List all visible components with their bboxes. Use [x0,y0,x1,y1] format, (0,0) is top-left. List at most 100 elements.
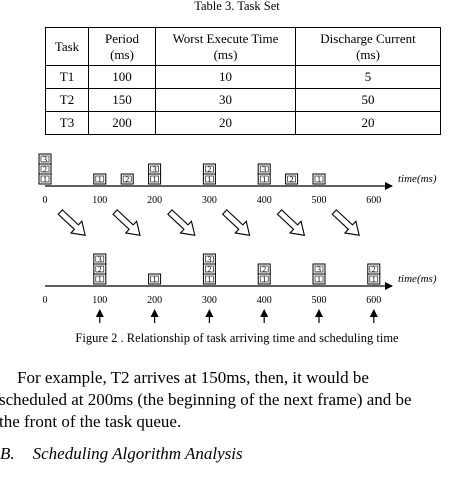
cell-period: 200 [88,111,156,135]
task-block-label: 1 [372,275,376,284]
cell-discharge-current: 20 [295,111,441,135]
paragraph-line-3: the front of the task queue. [0,412,182,431]
tick-label: 400 [257,195,272,206]
task-block-inner [95,275,105,283]
task-block-label: 2 [290,175,294,184]
body-paragraph: For example, T2 arrives at 150ms, then, … [0,367,474,433]
tick-label: 0 [43,195,48,206]
task-block-label: 3 [153,165,157,174]
task-block-inner [122,175,132,183]
task-block-label: 2 [207,265,211,274]
task-block [120,173,134,185]
table-header-row: Task Period(ms) Worst Execute Time(ms) D… [45,27,441,66]
section-number: B. [0,444,15,463]
task-block-label: 1 [98,275,102,284]
task-block-inner [150,165,159,173]
task-block-inner [150,175,159,183]
task-block-inner [259,275,269,283]
task-block [367,263,381,275]
tick-label: 100 [92,195,107,206]
task-block-inner [40,165,50,173]
task-block-inner [259,265,269,273]
cell-period: 100 [88,65,156,89]
tick-label: 100 [92,295,107,306]
task-block-label: 1 [207,275,211,284]
task-block-inner [205,255,214,263]
task-block-label: 1 [153,275,157,284]
task-block [148,163,162,175]
task-block [285,173,299,185]
cell-period: 150 [88,88,156,112]
task-block [257,263,271,275]
cell-task: T2 [45,88,89,112]
task-block [257,163,271,175]
tick-label: 500 [312,195,327,206]
tick-label: 300 [202,195,217,206]
task-block-label: 1 [207,175,211,184]
tick-label: 0 [43,295,48,306]
tick-label: 500 [312,295,327,306]
task-block-inner [314,275,324,283]
cell-worst-execute-time: 10 [155,65,296,89]
task-block-label: 2 [372,265,376,274]
cell-task: T1 [45,65,89,89]
tick-label: 200 [147,295,162,306]
header-task: Task [45,27,89,66]
table-row: T1 100 10 5 [45,65,441,89]
task-block [38,153,52,165]
cell-discharge-current: 5 [295,65,441,89]
table-row: T2 150 30 50 [45,88,441,112]
time-axis-label: time(ms) [398,173,437,185]
task-block-inner [369,265,379,273]
task-block-inner [259,175,269,183]
task-block-label: 2 [43,165,47,174]
task-block-inner [95,265,105,273]
task-block [93,173,107,185]
task-block [202,253,216,265]
task-block-inner [205,175,214,183]
task-block [148,273,162,285]
task-block [202,163,216,175]
task-block-inner [205,265,214,273]
task-block-inner [369,275,379,283]
task-block-inner [40,175,50,183]
cell-task: T3 [45,111,89,135]
task-block-inner [259,165,269,173]
task-block-label: 2 [98,265,102,274]
task-block-inner [95,255,105,263]
tick-label: 600 [366,195,381,206]
task-block-label: 2 [207,165,211,174]
tick-label: 600 [366,295,381,306]
task-block-label: 1 [43,175,47,184]
task-block-label: 1 [262,275,266,284]
task-block [312,173,326,185]
task-block-inner [40,155,50,163]
task-block-inner [314,265,324,273]
cell-discharge-current: 50 [295,88,441,112]
tick-label: 200 [147,195,162,206]
table-row: T3 200 20 20 [45,111,441,135]
section-title: Scheduling Algorithm Analysis [32,444,243,463]
task-block-label: 2 [125,175,129,184]
task-block-inner [287,175,296,183]
cell-worst-execute-time: 20 [155,111,296,135]
paragraph-line-2: scheduled at 200ms (the beginning of the… [0,390,412,409]
task-block-inner [205,165,214,173]
cell-worst-execute-time: 30 [155,88,296,112]
tick-label: 300 [202,295,217,306]
task-block-label: 3 [207,255,211,264]
task-block-label: 3 [262,165,266,174]
task-block-label: 3 [98,255,102,264]
task-block-inner [205,275,214,283]
diagonal-arrow [331,209,360,236]
task-block-label: 3 [317,265,321,274]
task-block-label: 2 [262,265,266,274]
diagonal-arrow [167,209,196,236]
table-caption: Table 3. Task Set [194,0,280,13]
task-block-inner [314,175,324,183]
task-block-label: 1 [317,275,321,284]
figure-caption: Figure 2 . Relationship of task arriving… [75,331,399,345]
